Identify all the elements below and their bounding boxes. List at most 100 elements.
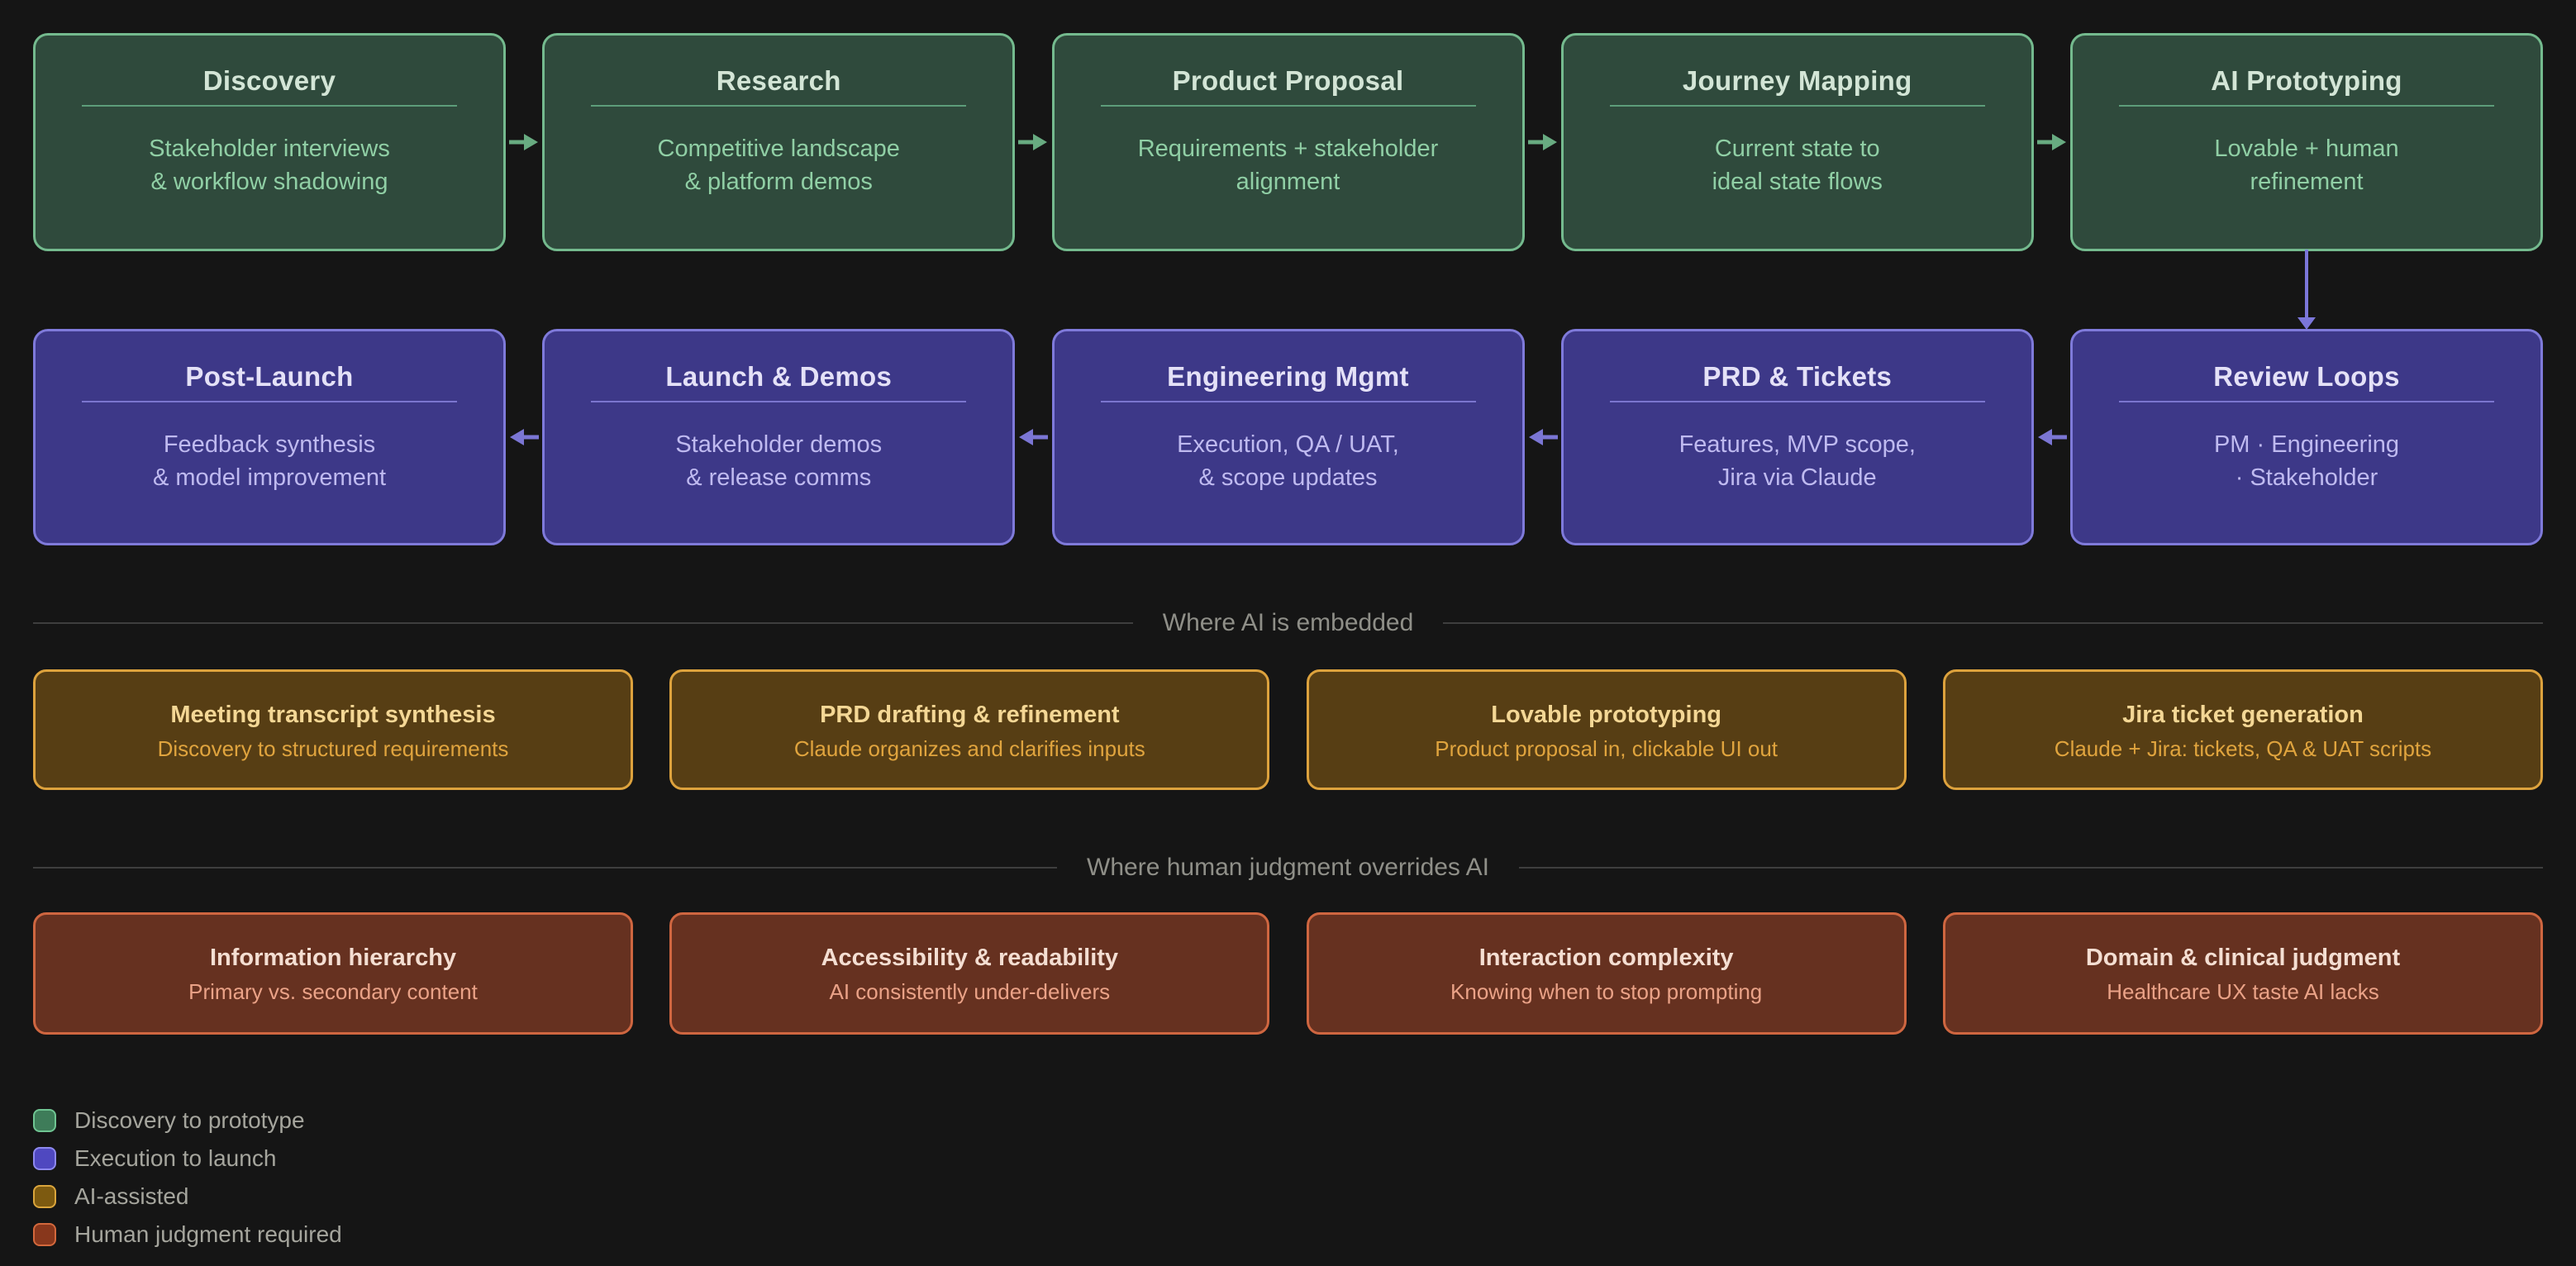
section-divider-ai: Where AI is embedded [33, 608, 2544, 638]
box-description: Claude organizes and clarifies inputs [793, 736, 1145, 761]
box-subtitle: Competitive landscape & platform demos [545, 132, 1012, 198]
title-divider [591, 401, 967, 402]
box-title: PRD drafting & refinement [820, 702, 1120, 728]
subtitle-line: & scope updates [1198, 464, 1378, 491]
title-divider [591, 105, 967, 107]
subtitle-line: Requirements + stakeholder [1137, 136, 1439, 162]
box-title: AI Prototyping [2211, 65, 2402, 96]
arrow-right-icon [1018, 134, 1047, 150]
divider-line [33, 867, 1058, 869]
arrow-left-icon [2038, 429, 2067, 445]
flow-box-post-launch: Post-Launch Feedback synthesis & model i… [33, 329, 506, 545]
box-title: Launch & Demos [665, 361, 893, 392]
box-title: Research [716, 65, 841, 96]
divider-line [1443, 622, 2544, 624]
title-divider [2119, 401, 2494, 402]
subtitle-line: Current state to [1714, 136, 1880, 162]
flow-box-research: Research Competitive landscape & platfor… [542, 33, 1016, 251]
box-title: Jira ticket generation [2122, 702, 2364, 728]
subtitle-line: Stakeholder demos [675, 431, 883, 458]
legend-label: Human judgment required [74, 1221, 342, 1247]
ai-box-meeting-transcript: Meeting transcript synthesis Discovery t… [33, 669, 633, 790]
subtitle-line: · Stakeholder [2235, 464, 2378, 491]
connector-line-prototyping-to-review [2305, 250, 2308, 319]
box-description: Healthcare UX taste AI lacks [2107, 979, 2379, 1004]
box-subtitle: Current state to ideal state flows [1564, 132, 2031, 198]
box-title: Lovable prototyping [1491, 702, 1722, 728]
legend: Discovery to prototype Execution to laun… [33, 1107, 342, 1261]
section-divider-human: Where human judgment overrides AI [33, 853, 2544, 883]
box-subtitle: Requirements + stakeholder alignment [1055, 132, 1522, 198]
ai-assisted-row: Meeting transcript synthesis Discovery t… [33, 669, 2543, 790]
subtitle-line: Features, MVP scope, [1678, 431, 1916, 458]
box-title: Domain & clinical judgment [2085, 945, 2401, 971]
subtitle-line: PM · Engineering [2213, 431, 2400, 458]
box-subtitle: Feedback synthesis & model improvement [36, 428, 503, 494]
flow-box-prd-tickets: PRD & Tickets Features, MVP scope, Jira … [1560, 329, 2034, 545]
box-description: Discovery to structured requirements [157, 736, 509, 761]
legend-swatch-purple [33, 1147, 56, 1170]
arrow-right-icon [1528, 134, 1557, 150]
subtitle-line: Feedback synthesis [163, 431, 376, 458]
box-subtitle: Stakeholder interviews & workflow shadow… [36, 132, 503, 198]
flow-box-journey-mapping: Journey Mapping Current state to ideal s… [1560, 33, 2034, 251]
box-title: Information hierarchy [209, 945, 457, 971]
legend-item-ai-assisted: AI-assisted [33, 1183, 342, 1209]
title-divider [82, 105, 457, 107]
box-title: Interaction complexity [1478, 945, 1734, 971]
arrow-down-icon [2297, 317, 2316, 330]
flow-box-review-loops: Review Loops PM · Engineering · Stakehol… [2070, 329, 2543, 545]
flow-box-discovery: Discovery Stakeholder interviews & workf… [33, 33, 506, 251]
title-divider [1100, 401, 1476, 402]
legend-swatch-amber [33, 1185, 56, 1208]
arrow-right-icon [509, 134, 538, 150]
human-box-accessibility: Accessibility & readability AI consisten… [669, 912, 1270, 1035]
legend-item-discovery: Discovery to prototype [33, 1107, 342, 1133]
legend-item-human-judgment: Human judgment required [33, 1221, 342, 1247]
box-description: AI consistently under-delivers [829, 979, 1111, 1004]
ai-box-lovable-prototyping: Lovable prototyping Product proposal in,… [1306, 669, 1907, 790]
subtitle-line: & release comms [686, 464, 872, 491]
human-judgment-row: Information hierarchy Primary vs. second… [33, 912, 2543, 1035]
subtitle-line: Stakeholder interviews [149, 136, 390, 162]
box-title: Engineering Mgmt [1167, 361, 1409, 392]
flow-box-launch-demos: Launch & Demos Stakeholder demos & relea… [542, 329, 1016, 545]
box-title: Review Loops [2213, 361, 2400, 392]
legend-item-execution: Execution to launch [33, 1145, 342, 1171]
arrow-left-icon [1529, 429, 1558, 445]
box-description: Knowing when to stop prompting [1450, 979, 1763, 1004]
subtitle-line: Execution, QA / UAT, [1177, 431, 1399, 458]
title-divider [1609, 105, 1985, 107]
title-divider [1100, 105, 1476, 107]
human-box-domain-judgment: Domain & clinical judgment Healthcare UX… [1942, 912, 2543, 1035]
box-title: PRD & Tickets [1702, 361, 1893, 392]
box-title: Meeting transcript synthesis [170, 702, 496, 728]
legend-label: Execution to launch [74, 1145, 277, 1171]
box-subtitle: Execution, QA / UAT, & scope updates [1055, 428, 1522, 494]
flow-row-discovery: Discovery Stakeholder interviews & workf… [33, 33, 2543, 251]
box-description: Product proposal in, clickable UI out [1435, 736, 1778, 761]
ai-box-prd-drafting: PRD drafting & refinement Claude organiz… [669, 669, 1270, 790]
box-title: Discovery [202, 65, 336, 96]
subtitle-line: Competitive landscape [657, 136, 900, 162]
legend-label: AI-assisted [74, 1183, 189, 1209]
box-subtitle: PM · Engineering · Stakeholder [2073, 428, 2540, 494]
subtitle-line: Lovable + human [2214, 136, 2399, 162]
title-divider [2119, 105, 2494, 107]
flow-row-execution: Post-Launch Feedback synthesis & model i… [33, 329, 2543, 545]
title-divider [1609, 401, 1985, 402]
subtitle-line: & platform demos [684, 169, 873, 195]
flow-box-ai-prototyping: AI Prototyping Lovable + human refinemen… [2070, 33, 2543, 251]
arrow-left-icon [510, 429, 539, 445]
human-box-interaction-complexity: Interaction complexity Knowing when to s… [1306, 912, 1907, 1035]
ai-box-jira-tickets: Jira ticket generation Claude + Jira: ti… [1942, 669, 2543, 790]
subtitle-line: & model improvement [152, 464, 387, 491]
legend-swatch-green [33, 1109, 56, 1132]
box-description: Primary vs. secondary content [188, 979, 478, 1004]
box-description: Claude + Jira: tickets, QA & UAT scripts [2054, 736, 2432, 761]
box-title: Accessibility & readability [821, 945, 1119, 971]
subtitle-line: & workflow shadowing [150, 169, 388, 195]
human-box-information-hierarchy: Information hierarchy Primary vs. second… [33, 912, 633, 1035]
legend-label: Discovery to prototype [74, 1107, 305, 1133]
subtitle-line: refinement [2250, 169, 2364, 195]
